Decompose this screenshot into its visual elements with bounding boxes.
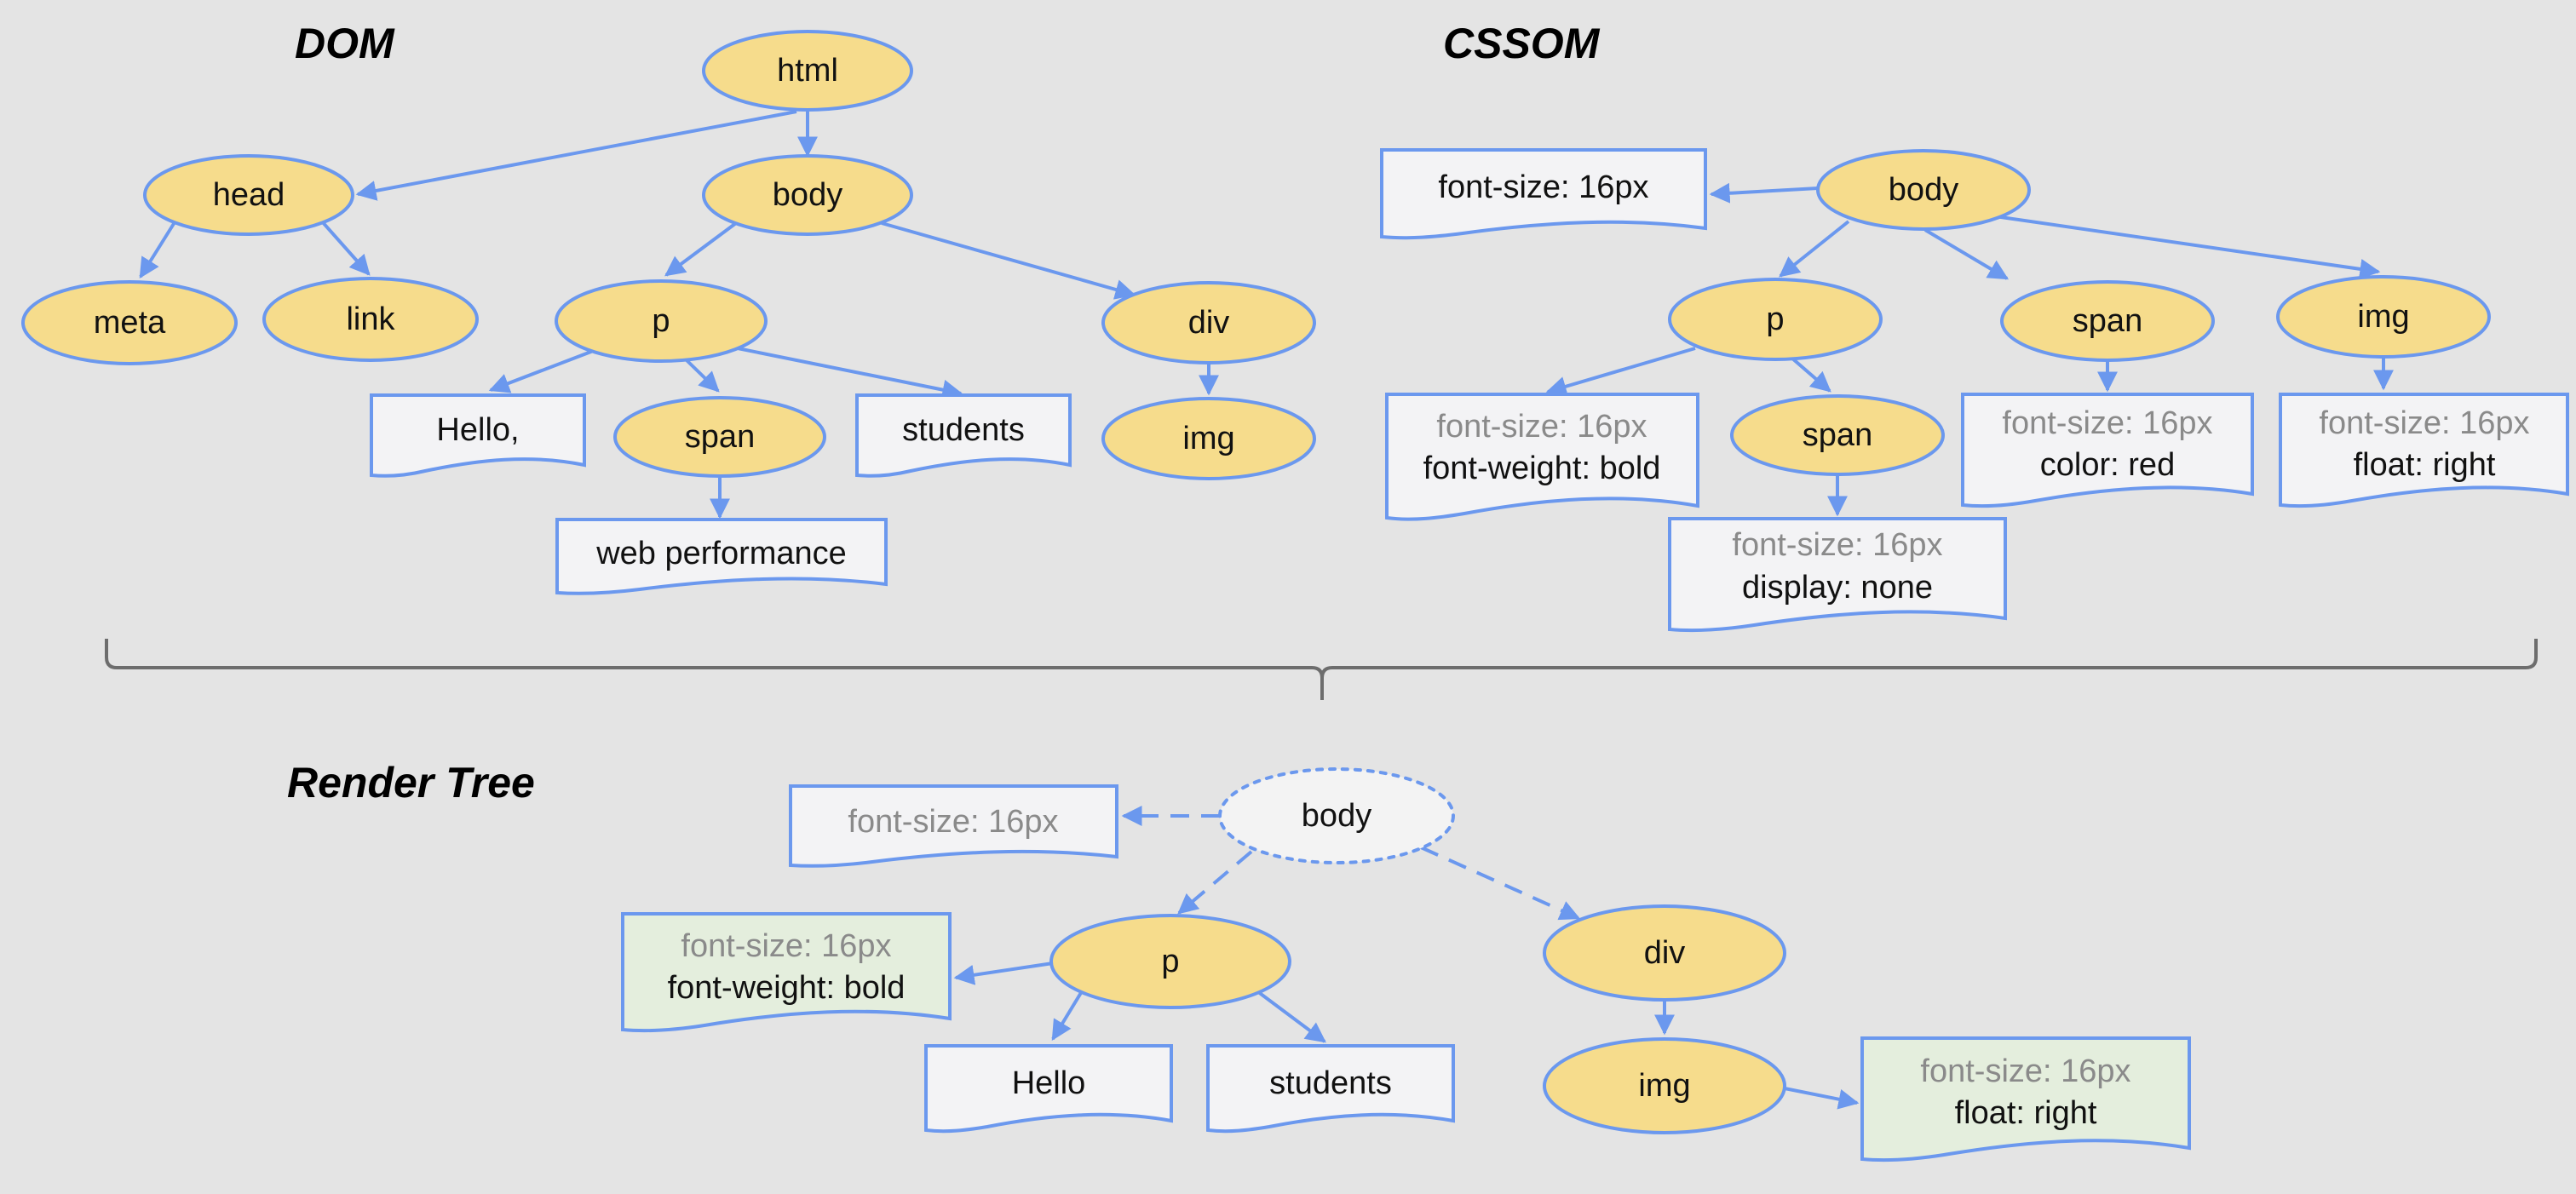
edge-body-p: [664, 221, 738, 277]
node-label: html: [777, 53, 838, 89]
cssom-edges: [1545, 182, 2394, 517]
node-label: p: [652, 303, 670, 339]
edge-p-students: [737, 347, 963, 400]
merge-brace: [105, 639, 2538, 700]
cssom-style-span-a: font-size: 16px color: red: [1961, 393, 2254, 508]
node-label: div: [1644, 935, 1686, 971]
dom-node-span: span: [613, 396, 826, 478]
dom-node-link: link: [262, 277, 479, 362]
doc-text: font-size: 16px: [1438, 169, 1648, 205]
cssom-style-p: font-size: 16px font-weight: bold: [1385, 393, 1699, 521]
cssom-node-span-b: span: [1730, 394, 1945, 476]
doc-text-inherited: font-size: 16px: [2319, 405, 2529, 441]
cssom-node-p: p: [1668, 278, 1883, 361]
render-text-hello: Hello: [924, 1044, 1173, 1134]
dom-node-meta: meta: [21, 280, 238, 365]
dom-node-div: div: [1101, 281, 1316, 365]
cssom-node-span-a: span: [2000, 280, 2215, 362]
node-label: img: [1182, 421, 1234, 456]
edge-p-style: [1545, 347, 1696, 397]
doc-text: font-weight: bold: [668, 970, 906, 1006]
edge-body-div: [881, 221, 1136, 300]
edge-p-span: [685, 359, 720, 393]
cssom-style-body: font-size: 16px: [1380, 148, 1707, 240]
dom-node-p: p: [555, 279, 768, 363]
edge-body-p: [1779, 220, 1850, 278]
dom-text-web-performance: web performance: [555, 518, 888, 595]
cssom-style-span-b: font-size: 16px display: none: [1668, 517, 2007, 633]
node-label: body: [1889, 172, 1958, 208]
cssom-node-body: body: [1816, 149, 2031, 231]
render-style-p: font-size: 16px font-weight: bold: [621, 912, 952, 1033]
node-label: span: [2073, 303, 2142, 339]
cssom-style-img: font-size: 16px float: right: [2279, 393, 2569, 508]
edge-head-meta: [139, 221, 176, 279]
doc-text: web performance: [595, 536, 847, 571]
edge-img-style: [1784, 1087, 1860, 1110]
doc-text-inherited: font-size: 16px: [1436, 409, 1647, 445]
edge-head-link: [319, 219, 371, 276]
doc-text: display: none: [1742, 570, 1933, 606]
edge-body-div: [1420, 846, 1581, 921]
render-style-img: font-size: 16px float: right: [1860, 1036, 2191, 1162]
dom-edges: [139, 110, 1219, 520]
doc-text: students: [902, 412, 1025, 448]
doc-text: Hello,: [436, 412, 519, 448]
dom-node-body: body: [702, 154, 913, 236]
render-node-p: p: [1049, 914, 1291, 1009]
doc-text-inherited: font-size: 16px: [681, 928, 891, 964]
dom-node-head: head: [143, 154, 354, 236]
node-label: p: [1766, 301, 1784, 337]
render-text-students: students: [1206, 1044, 1455, 1134]
edge-body-span: [1923, 228, 2010, 280]
node-label: span: [685, 419, 755, 455]
doc-text-inherited: font-size: 16px: [1732, 527, 1942, 563]
cssom-section-title: CSSOM: [1443, 20, 1601, 67]
dom-text-students: students: [855, 393, 1072, 478]
node-label: span: [1803, 417, 1872, 453]
dom-node-img: img: [1101, 397, 1316, 480]
node-label: link: [346, 301, 395, 337]
doc-text: students: [1269, 1065, 1392, 1101]
doc-text: font-weight: bold: [1423, 451, 1661, 486]
doc-text-inherited: font-size: 16px: [2002, 405, 2212, 441]
dom-section-title: DOM: [295, 20, 395, 67]
edge-p-students: [1256, 990, 1326, 1043]
render-tree-section-title: Render Tree: [287, 759, 535, 807]
edge-p-hello: [488, 348, 596, 393]
doc-text: color: red: [2040, 447, 2175, 483]
edge-body-p: [1177, 850, 1253, 915]
render-node-img: img: [1543, 1037, 1786, 1134]
render-style-body: font-size: 16px: [789, 784, 1118, 868]
render-node-body: body: [1218, 767, 1455, 864]
doc-text-inherited: font-size: 16px: [848, 804, 1058, 840]
node-label: head: [213, 177, 285, 213]
dom-text-hello: Hello,: [370, 393, 586, 478]
doc-text-inherited: font-size: 16px: [1920, 1053, 2130, 1089]
render-edges: [953, 806, 1860, 1110]
node-label: body: [1302, 798, 1371, 834]
doc-text: Hello: [1012, 1065, 1086, 1101]
edge-body-style: [1709, 182, 1819, 204]
doc-text: float: right: [1955, 1095, 2097, 1131]
edge-p-hello: [1051, 990, 1084, 1042]
edge-body-img: [1994, 215, 2381, 279]
edge-p-style: [953, 962, 1054, 985]
doc-text: float: right: [2354, 447, 2496, 483]
node-label: div: [1188, 305, 1230, 341]
edge-html-head: [355, 110, 797, 201]
dom-node-html: html: [702, 30, 913, 112]
node-label: p: [1161, 944, 1179, 979]
node-label: img: [1638, 1068, 1690, 1104]
edge-p-span: [1790, 356, 1831, 393]
node-label: meta: [94, 305, 166, 341]
cssom-node-img: img: [2276, 275, 2491, 359]
node-label: img: [2357, 299, 2409, 335]
node-label: body: [773, 177, 842, 213]
render-node-div: div: [1543, 904, 1786, 1002]
